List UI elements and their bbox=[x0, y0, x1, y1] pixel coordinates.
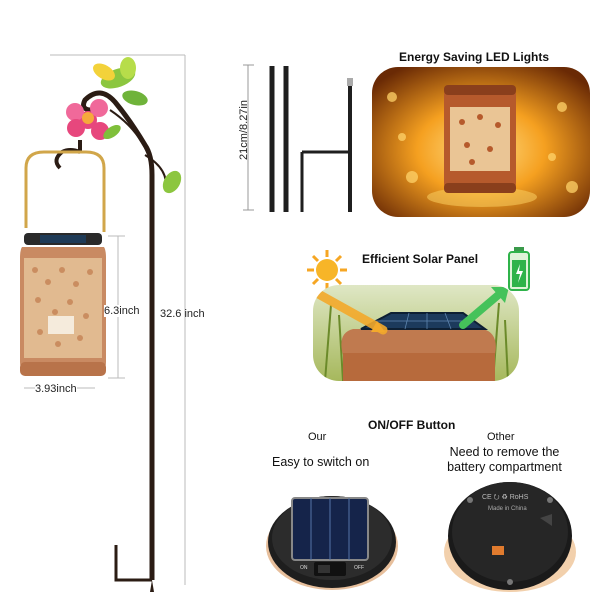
battery-icon bbox=[508, 247, 530, 291]
other-cert-marks: CE ⭮ ♻ RoHS bbox=[482, 494, 529, 501]
pole-segments bbox=[243, 64, 353, 212]
switch-off-label: OFF bbox=[354, 565, 364, 571]
other-description-line2: battery compartment bbox=[447, 460, 562, 474]
led-lantern-photo bbox=[372, 67, 590, 217]
ours-label: Our bbox=[308, 431, 327, 443]
product-illustration bbox=[20, 54, 186, 592]
lantern-width-label: 3.93inch bbox=[35, 383, 77, 395]
leaf-icon bbox=[93, 57, 182, 194]
other-made-in-label: Made in China bbox=[488, 506, 527, 512]
other-lid-image bbox=[444, 482, 576, 592]
pole-segment-label: 21cm/8.27in bbox=[238, 100, 250, 160]
lantern-height-label: 6.3inch bbox=[104, 305, 140, 317]
flower-icon bbox=[66, 99, 109, 140]
other-description: Need to remove the battery compartment bbox=[437, 445, 572, 475]
switch-on-label: ON bbox=[300, 565, 308, 571]
other-label: Other bbox=[487, 431, 515, 443]
lantern bbox=[20, 233, 106, 376]
other-description-line1: Need to remove the bbox=[449, 445, 560, 459]
solar-panel-photo bbox=[313, 285, 519, 381]
our-lid-image bbox=[266, 496, 398, 590]
total-height-label: 32.6 inch bbox=[160, 308, 205, 320]
hook-pole bbox=[81, 90, 155, 580]
ours-description: Easy to switch on bbox=[272, 455, 370, 469]
onoff-title: ON/OFF Button bbox=[368, 418, 456, 432]
solar-feature-title: Efficient Solar Panel bbox=[362, 252, 479, 266]
sun-icon bbox=[307, 250, 347, 290]
led-feature-title: Energy Saving LED Lights bbox=[399, 50, 550, 64]
lantern-handle bbox=[24, 150, 106, 232]
